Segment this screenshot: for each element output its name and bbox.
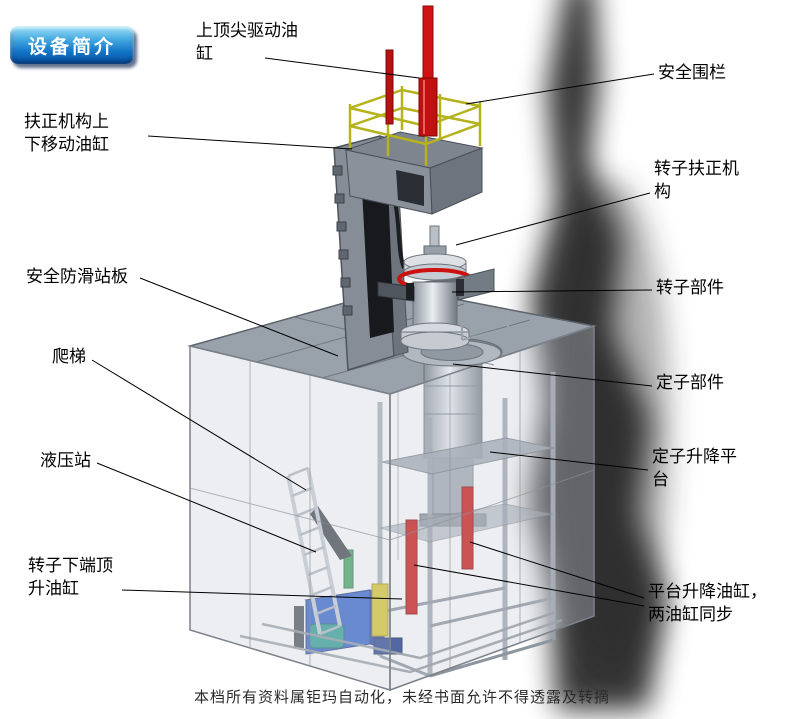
head-slot xyxy=(396,170,424,206)
lift-platform-upper xyxy=(381,437,555,475)
title-badge-label: 设备简介 xyxy=(27,36,116,58)
safety-fence-railing xyxy=(348,86,482,166)
base-rail-outer xyxy=(239,618,563,674)
leader-rotor-jack-cylinder xyxy=(121,589,403,600)
callout-platform-lift-cylinders: 平台升降油缸， 两油缸同步 xyxy=(648,582,767,624)
base-rail-inner xyxy=(261,610,557,660)
callout-safety-fence: 安全围栏 xyxy=(658,63,726,82)
bolt-tab xyxy=(338,249,349,260)
rotor-assembly xyxy=(377,225,495,351)
callout-ladder: 爬梯 xyxy=(52,347,86,366)
side-rail-lines xyxy=(461,310,509,341)
column-bolt-tabs xyxy=(332,165,353,316)
wall-panel-lines xyxy=(189,351,595,668)
lift-cylinder-rod-left xyxy=(405,519,418,615)
clamp-pad-right xyxy=(456,279,464,296)
secondary-red-rod xyxy=(385,49,394,125)
title-badge: 设备简介 xyxy=(10,26,134,64)
callout-rotor-jack-cylinder: 转子下端顶 升油缸 xyxy=(28,556,113,598)
dark-brace xyxy=(310,506,352,560)
leader-safety-fence xyxy=(465,73,655,105)
leader-platform-cylinder-1 xyxy=(469,541,645,599)
leader-rotor-centering xyxy=(455,192,651,246)
head-assembly xyxy=(344,131,484,215)
filter-column xyxy=(343,549,354,589)
leader-hydraulic-station xyxy=(96,462,317,553)
bolt-tab xyxy=(332,165,343,176)
leader-platform-cylinder-2 xyxy=(413,564,645,607)
enclosure-walls xyxy=(189,324,595,692)
callout-stator-component: 定子部件 xyxy=(656,373,724,392)
leader-ladder xyxy=(91,359,307,491)
leader-top-spindle-cylinder xyxy=(264,57,420,79)
shadow-artifact xyxy=(528,0,670,710)
leader-stator-component xyxy=(452,363,653,387)
lift-frame-beams xyxy=(379,586,554,678)
callout-anti-slip-platform: 安全防滑站板 xyxy=(26,267,128,286)
dark-pipe xyxy=(294,606,304,648)
top-spindle-cylinder-group xyxy=(385,5,438,137)
callout-hydraulic-station: 液压站 xyxy=(40,451,91,470)
leader-anti-slip-platform xyxy=(139,277,339,357)
shadow-haze xyxy=(554,180,670,680)
stator-body xyxy=(423,357,483,459)
centering-clamp-arm xyxy=(377,281,415,302)
callout-rotor-centering-mechanism: 转子扶正机 构 xyxy=(654,159,739,201)
panel-midrail xyxy=(189,469,595,541)
rotor-flange-bottom xyxy=(400,331,470,351)
callout-centering-cylinder: 扶正机构上 下移动油缸 xyxy=(24,112,109,154)
base-frame xyxy=(239,610,563,674)
callout-rotor-component: 转子部件 xyxy=(656,278,724,297)
leader-stator-lift-platform xyxy=(489,451,649,471)
column-opening xyxy=(362,184,394,338)
callout-stator-lift-platform: 定子升降平 台 xyxy=(652,447,737,489)
wall-right xyxy=(389,324,595,692)
bolt-tab xyxy=(336,221,347,232)
platform-lift-cylinder-rods xyxy=(405,486,474,615)
yellow-accumulator xyxy=(371,583,389,637)
bolt-tab xyxy=(340,277,351,288)
callout-top-spindle-cylinder: 上顶尖驱动油 缸 xyxy=(196,21,298,63)
clamp-pad-left xyxy=(406,283,414,300)
footer-watermark: 本档所有资料属钜玛自动化，未经书面允许不得透露及转摘 xyxy=(193,689,610,706)
bolt-tab xyxy=(334,193,345,204)
platform-side-rail xyxy=(461,310,509,341)
head-side xyxy=(429,147,483,215)
fence-rails-back xyxy=(401,88,481,126)
lift-cylinder-rod-right xyxy=(461,486,474,570)
bolt-tab xyxy=(342,305,353,316)
leader-rotor-component xyxy=(451,289,653,293)
fence-rails-side xyxy=(349,88,481,146)
leader-centering-cylinder xyxy=(147,135,353,150)
